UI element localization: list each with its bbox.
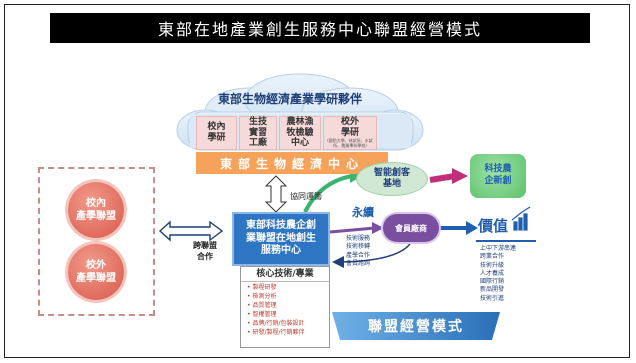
partner-box-inspection: 農林漁 牧檢驗 中心	[279, 116, 321, 150]
hub-line: 服務中心	[261, 245, 301, 257]
alliance-group-box	[38, 167, 155, 316]
value-item: 上中下游串連	[480, 245, 517, 252]
innovation-line: 基地	[382, 179, 401, 189]
partner-box-line: 校外	[340, 117, 359, 128]
partner-box-line: 工廠	[248, 138, 267, 149]
circle-line: 產學聯盟	[76, 273, 116, 284]
core-item: 檢測分析	[252, 293, 277, 300]
value-item: 國際行銷	[480, 278, 505, 286]
partner-box-line: 中心	[290, 138, 309, 149]
partner-box-internal: 校內 學研	[196, 116, 237, 150]
circle-line: 產學聯盟	[76, 211, 116, 222]
cooperation-label: 協同運籌	[290, 192, 322, 201]
partner-box-line: 農林漁	[286, 116, 314, 127]
partner-box-line: 學研	[207, 133, 226, 143]
cross-alliance-arrow	[158, 220, 224, 242]
hub-line: 東部科技農企創	[246, 220, 316, 232]
footer-banner: 聯盟經營模式	[368, 319, 464, 335]
value-items-list: 上中下游串連 跨業合作 技術升級 人才養成 國際行銷 新品開發 技術引進	[480, 245, 516, 303]
value-item: 人才養成	[480, 269, 505, 277]
page-title: 東部在地產業創生服務中心聯盟經營模式	[50, 13, 590, 43]
value-item: 新品開發	[480, 286, 505, 294]
core-item: 製程研發	[252, 284, 277, 291]
cross-alliance-label: 跨聯盟 合作	[193, 240, 217, 262]
innovation-base: 智能創客 基地	[356, 162, 428, 196]
cooperation-arrow	[264, 175, 288, 213]
purple-arrow	[329, 226, 376, 234]
cross-alliance-line: 合作	[197, 252, 213, 261]
partner-box-factory: 生技 實習 工廠	[239, 116, 277, 150]
tech-farm-startup: 科技農 企新創	[470, 154, 526, 198]
partner-box-line: 生技	[248, 116, 267, 127]
core-technology-box: 核心技術/專業 • 製程研發 • 檢測分析 • 品質管理 • 智權管理 • 品牌…	[240, 266, 330, 348]
sustainability-label: 永續	[352, 206, 374, 219]
value-item: 跨業合作	[480, 253, 505, 261]
core-list: • 製程研發 • 檢測分析 • 品質管理 • 智權管理 • 品牌/行銷/包裝設計…	[247, 284, 305, 336]
partner-box-note: (國防大學、林試所、水試所、農業專科學校)	[327, 138, 373, 148]
core-item: 智權管理	[252, 311, 277, 318]
magenta-arrow	[429, 173, 456, 183]
value-underline	[476, 240, 536, 242]
tech-farm-line: 企新創	[484, 176, 512, 186]
value-item: 技術升級	[480, 261, 505, 269]
value-label: 價值	[478, 217, 509, 235]
circle-line: 校外	[86, 260, 106, 271]
member-service-item: 技術服務	[346, 235, 371, 242]
core-item: 品質管理	[252, 302, 277, 309]
member-services-list: 技術服務 技術移轉 產學合作 會員諮詢	[346, 235, 370, 268]
member-service-item: 產學合作	[346, 251, 371, 259]
innovation-line: 智能創客	[373, 168, 410, 179]
external-alliance-circle: 校外 產學聯盟	[68, 244, 124, 300]
hub-line: 業聯盟在地創生	[246, 232, 316, 244]
green-arrow	[303, 174, 353, 213]
hub-service-center: 東部科技農企創 業聯盟在地創生 服務中心	[232, 212, 330, 266]
member-companies: 會員廠商	[383, 214, 439, 242]
partner-box-external: 校外 學研 (國防大學、林試所、水試所、農業專科學校)	[323, 116, 377, 150]
partner-box-line: 實習	[248, 127, 267, 138]
page-frame	[4, 4, 630, 358]
chart-up-icon	[511, 206, 531, 231]
cross-alliance-line: 跨聯盟	[193, 241, 217, 250]
cloud-title: 東部生物經濟產業學研夥伴	[217, 92, 362, 106]
core-item: 品牌/行銷/包裝設計	[252, 320, 305, 327]
internal-alliance-circle: 校內 產學聯盟	[68, 182, 124, 238]
return-curve	[332, 243, 411, 268]
circle-line: 校內	[86, 198, 106, 209]
footer-banner-shape	[332, 312, 500, 340]
value-item: 技術引進	[480, 294, 505, 302]
partner-box-line: 校內	[207, 122, 226, 133]
core-title: 核心技術/專業	[241, 267, 329, 282]
partner-box-line: 牧檢驗	[286, 127, 314, 138]
partner-box-line: 學研	[340, 128, 359, 139]
member-service-item: 會員諮詢	[346, 259, 371, 267]
eastern-bioeconomy-center: 東部生物經濟中心	[196, 152, 388, 174]
tech-farm-line: 科技農	[484, 164, 512, 175]
core-item: 研發/製程/行銷夥伴	[252, 329, 305, 336]
member-service-item: 技術移轉	[346, 243, 371, 251]
